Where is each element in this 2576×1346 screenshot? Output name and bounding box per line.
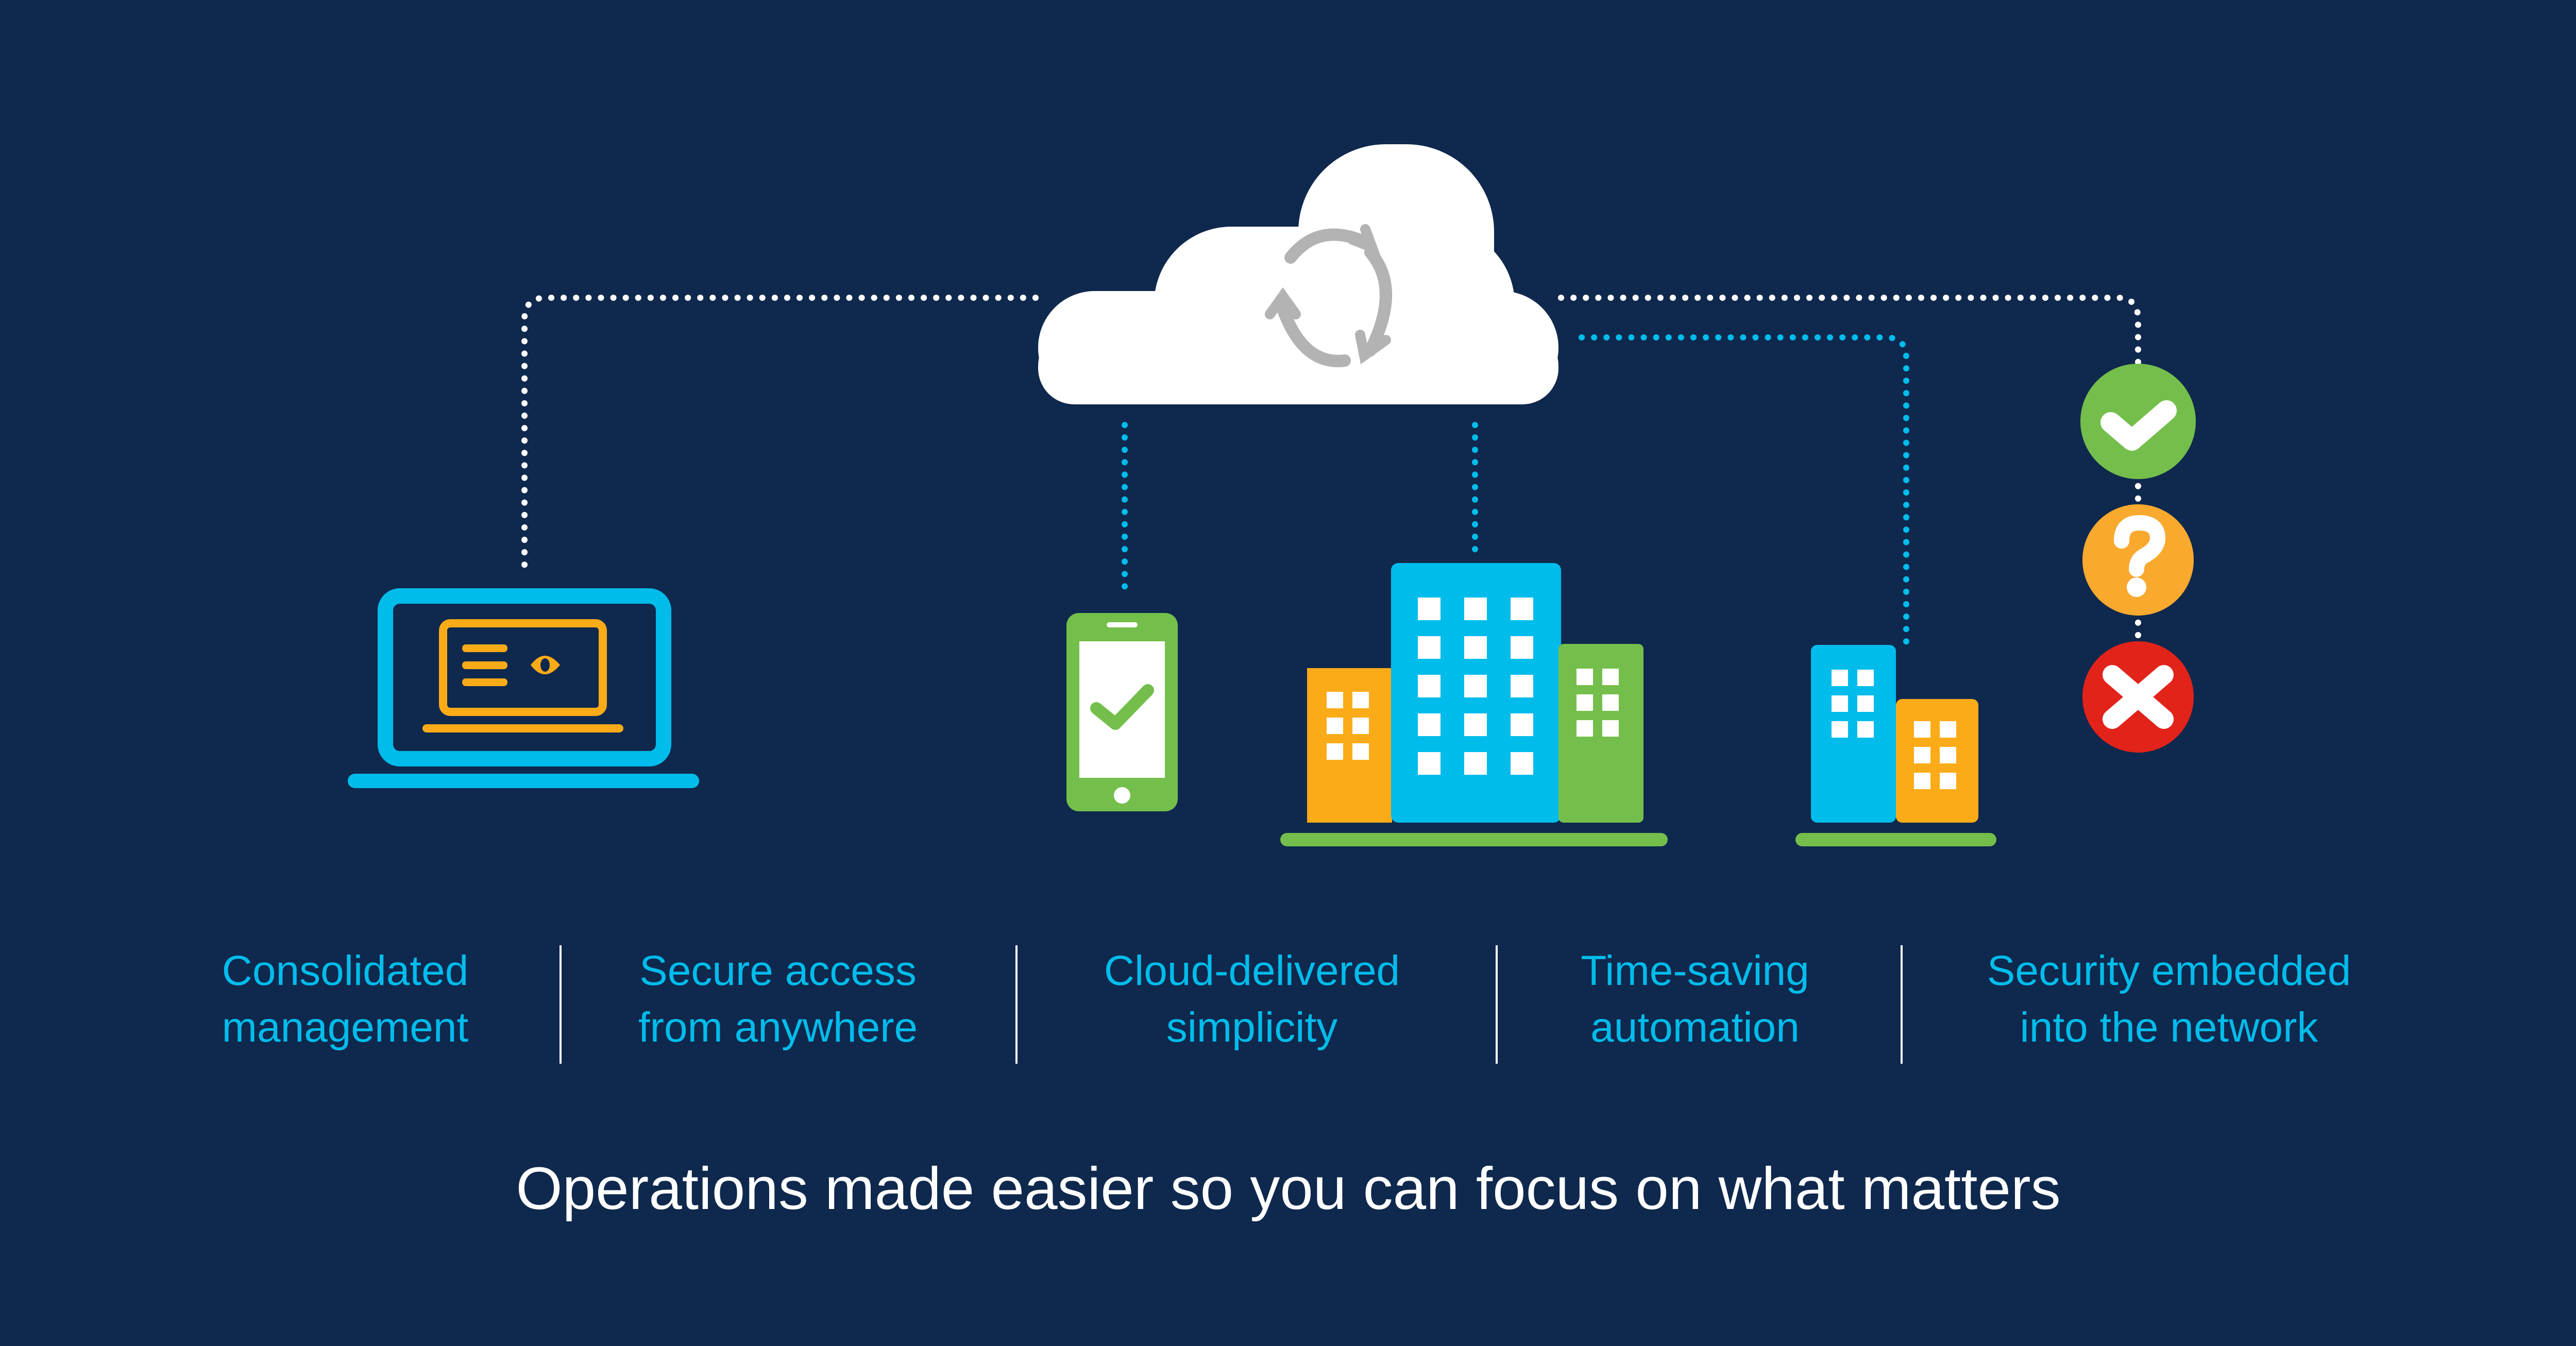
window xyxy=(1857,695,1874,712)
feature-line2: management xyxy=(222,1004,469,1051)
window xyxy=(1857,721,1874,738)
window xyxy=(1352,718,1369,734)
window xyxy=(1464,752,1487,775)
window xyxy=(1577,694,1593,711)
window xyxy=(1418,598,1440,620)
tagline: Operations made easier so you can focus … xyxy=(516,1155,2061,1222)
divider xyxy=(1015,945,1018,1064)
window xyxy=(1511,598,1533,620)
feature-secure-access: Secure access from anywhere xyxy=(572,943,984,1056)
feature-line2: from anywhere xyxy=(638,1004,918,1051)
window xyxy=(1602,694,1619,711)
feature-line1: Security embedded xyxy=(1987,947,2351,994)
window xyxy=(1602,720,1619,737)
window xyxy=(1577,720,1593,737)
window xyxy=(1464,636,1487,659)
sync-arrows-icon xyxy=(1265,224,1392,367)
feature-security-embedded: Security embedded into the network xyxy=(1911,943,2427,1056)
window xyxy=(1464,598,1487,620)
feature-line2: simplicity xyxy=(1166,1004,1338,1051)
feature-line1: Consolidated xyxy=(222,947,469,994)
divider xyxy=(560,945,562,1064)
window xyxy=(1602,669,1619,685)
feature-line2: automation xyxy=(1590,1004,1800,1051)
window xyxy=(1914,747,1930,763)
building-windows xyxy=(1327,598,1619,775)
feature-line1: Cloud-delivered xyxy=(1104,947,1400,994)
feature-cloud-delivered: Cloud-delivered simplicity xyxy=(1030,943,1473,1056)
window xyxy=(1832,721,1848,738)
window xyxy=(1464,675,1487,697)
window xyxy=(1857,670,1874,686)
window xyxy=(1352,692,1369,708)
small-buildings-icon xyxy=(1795,645,1996,846)
feature-time-saving: Time-saving automation xyxy=(1510,943,1880,1056)
window xyxy=(1940,747,1956,763)
window xyxy=(1511,713,1533,736)
feature-line1: Secure access xyxy=(639,947,917,994)
window xyxy=(1511,675,1533,697)
window xyxy=(1418,636,1440,659)
window xyxy=(1327,743,1343,760)
window xyxy=(1832,670,1848,686)
smartphone-icon xyxy=(1066,613,1178,811)
connector-branch xyxy=(1579,334,1909,652)
question-icon xyxy=(2082,504,2194,616)
feature-line1: Time-saving xyxy=(1581,947,1809,994)
window xyxy=(1914,721,1930,738)
window xyxy=(1577,669,1593,685)
cloud-icon xyxy=(1038,144,1558,404)
feature-line2: into the network xyxy=(2020,1004,2318,1051)
window xyxy=(1464,713,1487,736)
branch-windows xyxy=(1832,670,1956,789)
divider xyxy=(1901,945,1903,1064)
window xyxy=(1511,636,1533,659)
window xyxy=(1914,773,1930,789)
connector-laptop xyxy=(521,295,1039,570)
feature-consolidated-management: Consolidated management xyxy=(165,943,526,1056)
window xyxy=(1511,752,1533,775)
window xyxy=(1327,692,1343,708)
window xyxy=(1832,695,1848,712)
connector-status xyxy=(1558,295,2141,642)
laptop-icon xyxy=(348,588,699,788)
window xyxy=(1352,743,1369,760)
window xyxy=(1940,773,1956,789)
window xyxy=(1418,713,1440,736)
window xyxy=(1940,721,1956,738)
window xyxy=(1418,752,1440,775)
divider xyxy=(1496,945,1498,1064)
window xyxy=(1418,675,1440,697)
x-icon xyxy=(2082,641,2194,753)
window xyxy=(1327,718,1343,734)
check-icon xyxy=(2080,364,2196,479)
connector-lines xyxy=(521,295,2141,652)
